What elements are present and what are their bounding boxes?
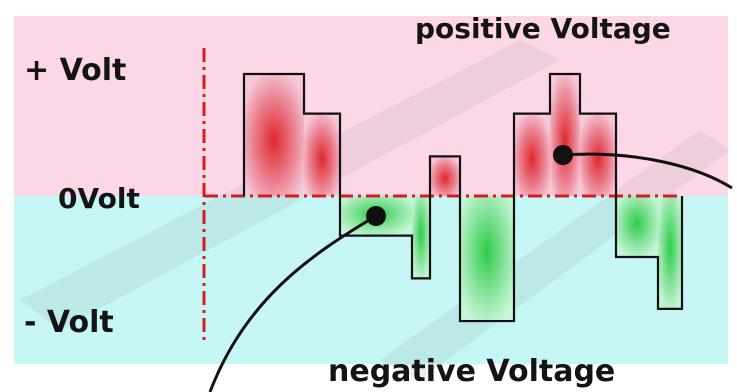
negative-pulse-10 — [616, 196, 658, 257]
negative-pulse-6 — [460, 196, 514, 322]
plus-volt-label: + Volt — [24, 53, 126, 88]
waveform-outline — [242, 72, 684, 323]
minus-volt-label: - Volt — [24, 305, 114, 340]
positive-voltage-title: positive Voltage — [415, 12, 671, 45]
negative-pulse-4 — [412, 196, 430, 279]
negative-pulse-11 — [658, 196, 682, 309]
positive-pulse-1 — [244, 74, 304, 196]
positive-pulse-5 — [430, 156, 460, 196]
zero-volt-label: 0Volt — [58, 182, 140, 215]
positive-pulse-2 — [304, 113, 340, 196]
negative-voltage-title: negative Voltage — [328, 354, 615, 389]
positive-pulse-8 — [550, 74, 580, 196]
waveform-blocks — [244, 74, 682, 322]
negative-pointer — [208, 206, 386, 392]
positive-pulse-7 — [514, 113, 550, 196]
positive-pointer — [553, 145, 733, 190]
